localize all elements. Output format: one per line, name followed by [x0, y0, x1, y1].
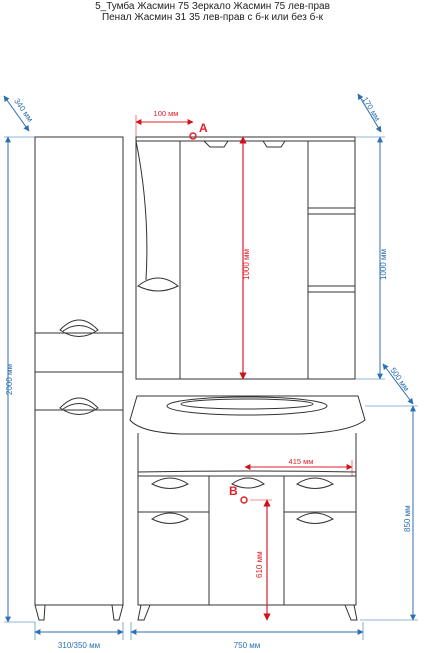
vanity-countertop: [129, 395, 366, 435]
point-b-label: B: [229, 484, 238, 498]
dim-340-line: [3, 95, 30, 132]
dim-310-350-label: 310/350 мм: [58, 641, 100, 650]
mirror-left-door-curve: [135, 140, 148, 281]
vanity-body: [137, 433, 357, 606]
dim-2000-label: 2000 мм: [5, 364, 14, 395]
vanity-center-handle: [231, 477, 265, 489]
vanity-left-door: [137, 511, 210, 606]
vanity-center-door: [208, 475, 285, 606]
vanity-basin: [166, 396, 328, 416]
penal-handle-lower-inner: [62, 403, 96, 410]
dim-500-label: 500 мм: [388, 366, 411, 393]
penal-cabinet: [34, 136, 124, 621]
penal-handle-upper-inner: [62, 325, 96, 332]
penal-body: [34, 136, 124, 606]
dim-100-label: 100 мм: [154, 109, 179, 118]
point-b-marker: [240, 496, 248, 504]
vanity-right-door-handle: [296, 512, 334, 524]
mirror-lamp-right: [262, 140, 286, 148]
vanity-left-drawer: [137, 475, 210, 513]
point-a-label: A: [199, 121, 208, 135]
penal-leg: [111, 604, 124, 621]
penal-handle-lower: [59, 397, 99, 415]
vanity-lip: [137, 470, 357, 473]
mirror-shelf-lower: [307, 285, 356, 293]
dim-415-label: 415 мм: [289, 457, 314, 466]
dim-500-line: [382, 363, 414, 405]
penal-dimensions: 340 мм 2000 мм 310/350 мм: [3, 95, 124, 650]
penal-handle-upper: [59, 319, 99, 337]
vanity-right-drawer-handle: [296, 477, 334, 489]
dim-610-label: 610 мм: [255, 551, 264, 578]
vanity-right-drawer: [283, 475, 357, 513]
vanity-left-drawer-handle: [151, 477, 189, 489]
mirror-shelf-upper: [307, 207, 356, 215]
vanity-leg: [344, 604, 358, 621]
dim-850-label: 850 мм: [403, 505, 412, 532]
title-line-2: Пенал Жасмин 31 35 лев-прав с б-к или бе…: [101, 12, 324, 23]
vanity-dimensions: 500 мм 415 мм B 610 мм 850 мм 750 мм: [130, 363, 418, 650]
title-line-1: 5_Тумба Жасмин 75 Зеркало Жасмин 75 лев-…: [95, 1, 330, 12]
penal-leg: [34, 604, 46, 621]
vanity-left-door-handle: [151, 512, 189, 524]
dim-340-label: 340 мм: [12, 97, 35, 124]
vanity-right-door: [283, 511, 357, 606]
mirror-left-handle: [137, 277, 179, 292]
dim-1000-right-label: 1000 мм: [379, 249, 388, 280]
dim-1000-center-label: 1000 мм: [242, 249, 251, 280]
dim-750-label: 750 мм: [234, 641, 261, 650]
point-a-marker: [189, 132, 197, 140]
vanity-leg: [137, 604, 151, 621]
dim-170-line: [357, 93, 382, 133]
dim-170-label: 170 мм: [360, 95, 382, 122]
vanity-cabinet: [129, 395, 366, 621]
mirror-lamp-left: [203, 140, 229, 148]
